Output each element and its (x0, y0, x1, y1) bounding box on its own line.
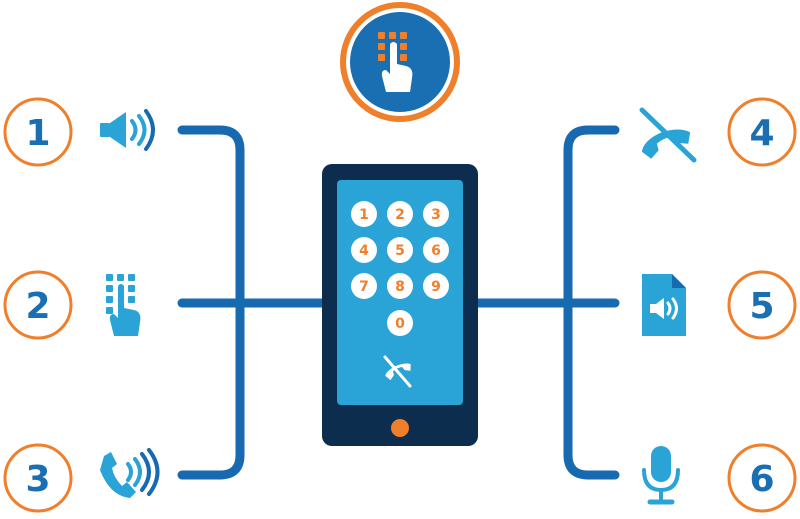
keypad-key-label: 3 (431, 207, 441, 223)
number-circle-3: 3 (3, 443, 73, 513)
keypad-key-1[interactable] (351, 201, 377, 227)
hang-up-icon (385, 363, 411, 381)
keypad-key-label: 9 (431, 279, 441, 295)
keypad-key-label: 0 (395, 316, 405, 332)
number-circle-4: 4 (727, 97, 797, 167)
number-circle-2: 2 (3, 270, 73, 340)
left-connectors (177, 125, 327, 480)
keypad-key-8[interactable] (387, 273, 413, 299)
keypad-key-label: 2 (395, 207, 405, 223)
keypad-press-icon (106, 274, 141, 336)
keypad-key-label: 5 (395, 243, 405, 259)
keypad-press-icon (378, 32, 413, 92)
keypad-key-9[interactable] (423, 273, 449, 299)
keypad-key-label: 7 (359, 279, 369, 295)
keypad-key-5[interactable] (387, 237, 413, 263)
phone-ringing-icon (100, 448, 160, 498)
option-number-6: 6 (749, 459, 774, 500)
keypad-key-3[interactable] (423, 201, 449, 227)
top-badge (340, 2, 460, 122)
phone-end-call-icon (383, 355, 412, 388)
hang-up-icon (639, 107, 697, 163)
option-number-5: 5 (749, 286, 774, 327)
audio-file-icon (642, 274, 686, 336)
number-circle-6: 6 (727, 443, 797, 513)
keypad-key-label: 1 (359, 207, 369, 223)
keypad-key-6[interactable] (423, 237, 449, 263)
number-circle-1: 1 (3, 97, 73, 167)
keypad-key-4[interactable] (351, 237, 377, 263)
keypad-key-7[interactable] (351, 273, 377, 299)
keypad-key-2[interactable] (387, 201, 413, 227)
option-number-3: 3 (25, 459, 50, 500)
keypad-key-0[interactable] (387, 310, 413, 336)
speaker-volume-icon (100, 109, 155, 151)
number-circle-5: 5 (727, 270, 797, 340)
right-connectors (473, 125, 620, 480)
option-number-1: 1 (25, 113, 50, 154)
option-number-2: 2 (25, 286, 50, 327)
keypad-key-label: 4 (359, 243, 369, 259)
microphone-icon (642, 446, 680, 505)
phone-keypad: 1 2 3 4 5 6 7 8 9 0 (351, 201, 449, 336)
keypad-key-label: 6 (431, 243, 441, 259)
keypad-key-label: 8 (395, 279, 405, 295)
home-button[interactable] (391, 419, 409, 437)
phone: 1 2 3 4 5 6 7 8 9 0 (322, 164, 478, 446)
option-number-4: 4 (749, 113, 774, 154)
